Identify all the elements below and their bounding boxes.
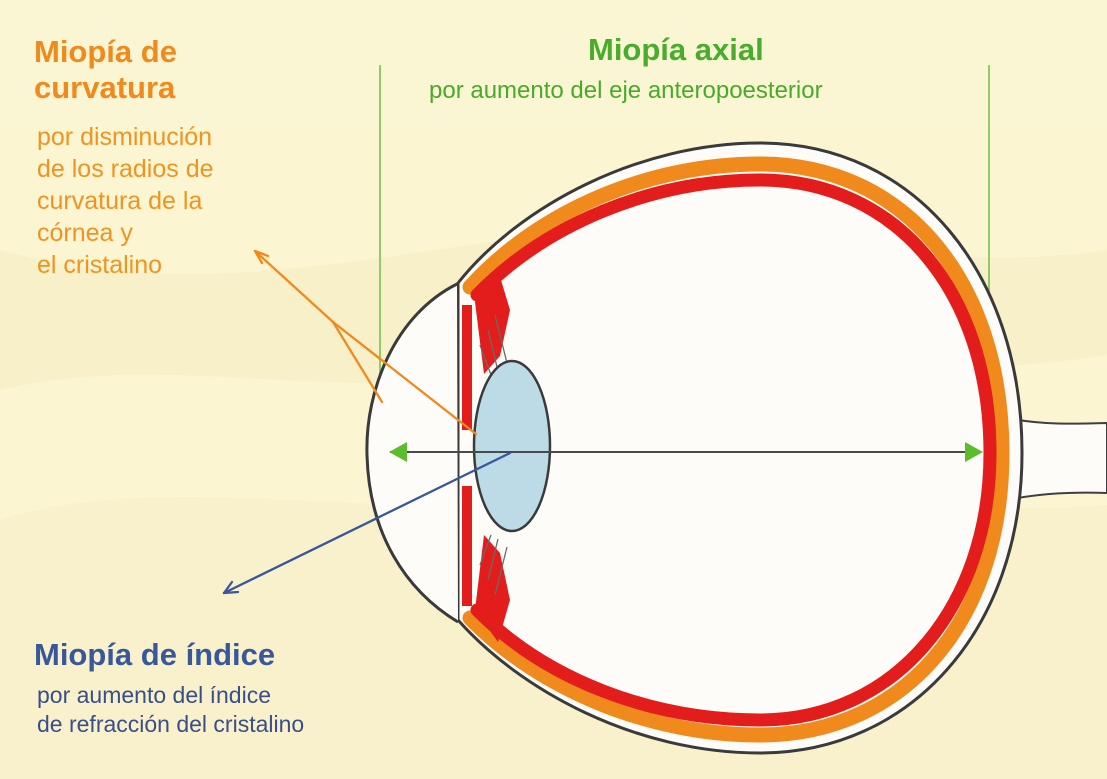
axial-myopia-description: por aumento del eje anteropoesterior: [429, 77, 823, 104]
left-axial-arrowhead: [389, 442, 407, 462]
retina-red-layer: [470, 173, 997, 727]
curvature-description-line-4: córnea y: [37, 219, 133, 247]
index-description-line-2: de refracción del cristalino: [37, 710, 305, 737]
curvature-pointers: [253, 249, 478, 436]
index-myopia-description: por aumento del índice de refracción del…: [37, 681, 304, 739]
iris-upper: [462, 305, 472, 430]
axial-length-arrows: [389, 442, 983, 462]
iris-lower: [462, 486, 472, 606]
choroid-orange-layer: [462, 156, 1010, 743]
right-axial-arrowhead: [965, 442, 983, 462]
curvature-title-line-2: curvatura: [34, 69, 176, 105]
optic-nerve: [1007, 416, 1107, 502]
index-pointer: [222, 451, 512, 595]
curvature-myopia-description: por disminución de los radios de curvatu…: [37, 121, 214, 281]
zonular-fibers: [479, 314, 508, 596]
curvature-myopia-title: Miopía de curvatura: [34, 34, 177, 106]
eyeball-sclera: [456, 141, 1024, 755]
curvature-description-line-3: curvatura de la: [37, 187, 203, 215]
curvature-title-line-1: Miopía de: [34, 34, 177, 69]
ciliary-body-lower: [475, 535, 510, 642]
ciliary-body-upper: [475, 270, 510, 374]
eye-cross-section: [365, 141, 1107, 755]
index-myopia-title: Miopía de índice: [34, 637, 276, 672]
curvature-description-line-5: el cristalino: [37, 251, 163, 279]
crystalline-lens: [472, 359, 552, 533]
axial-myopia-title: Miopía axial: [588, 32, 764, 67]
index-description-line-1: por aumento del índice: [37, 682, 271, 708]
curvature-description-line-2: de los radios de: [37, 155, 214, 183]
curvature-description-line-1: por disminución: [37, 123, 213, 151]
